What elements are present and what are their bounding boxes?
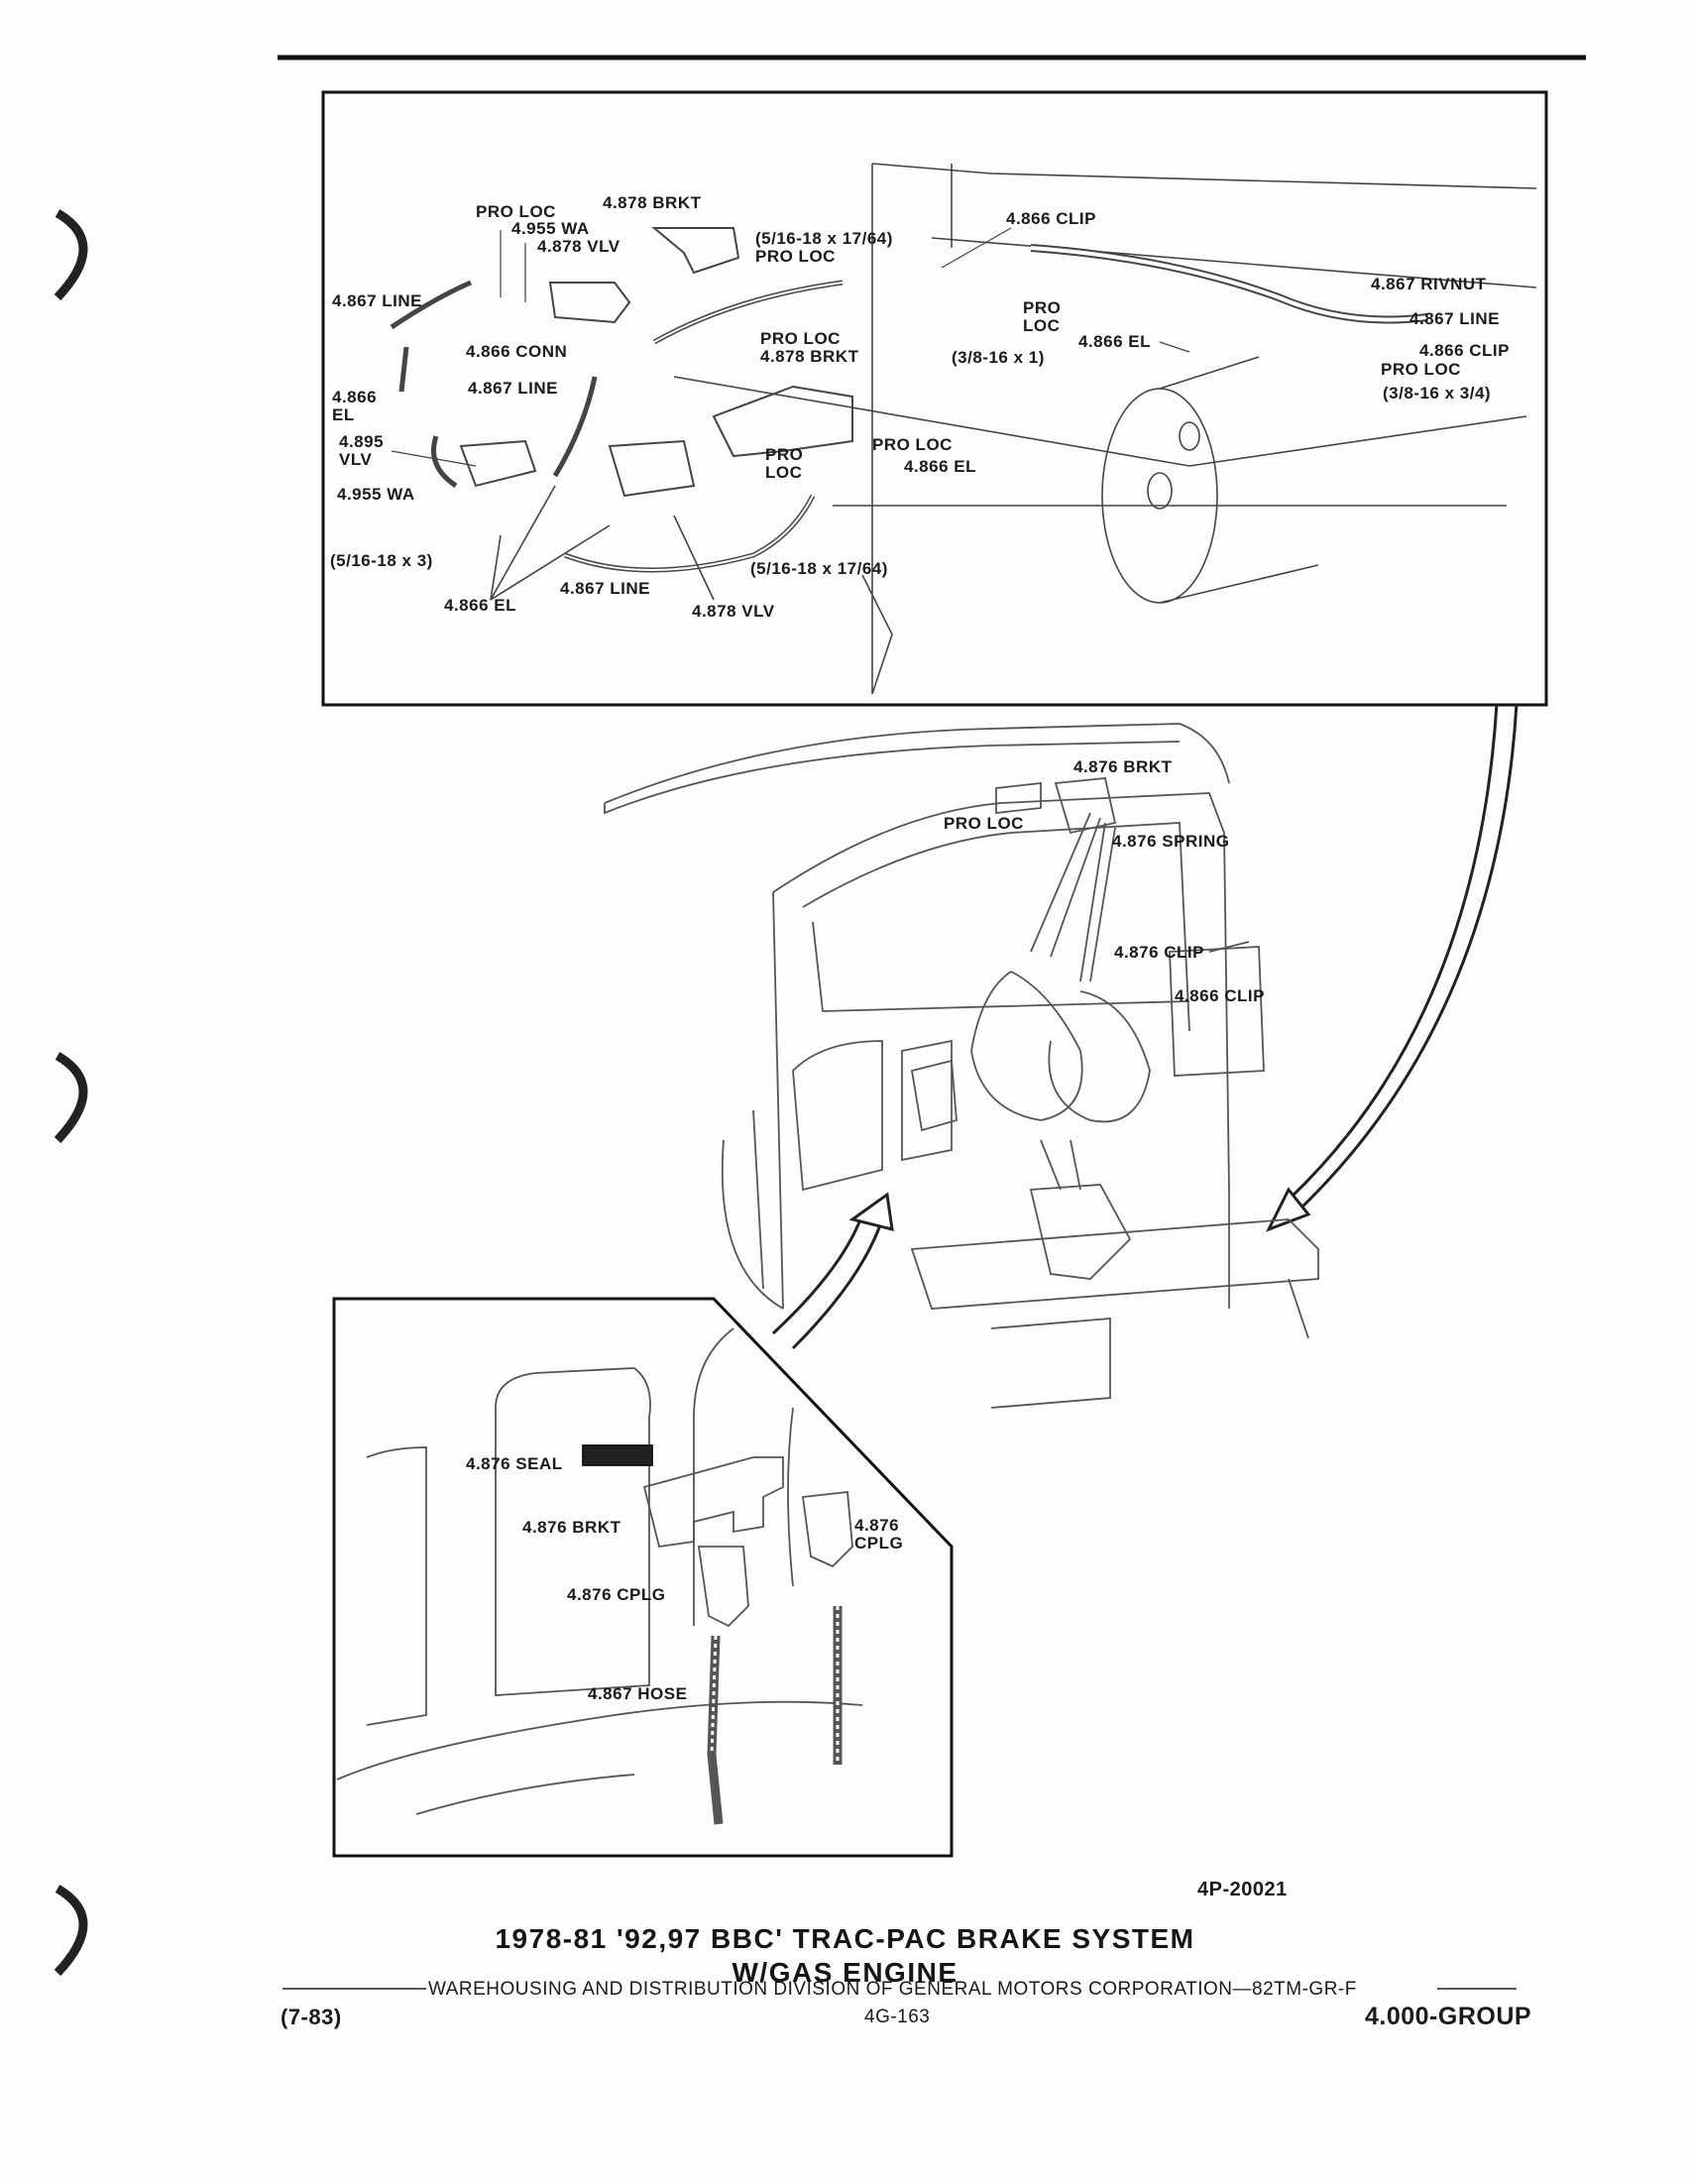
label-4866-el-2: 4.866 EL bbox=[332, 388, 378, 424]
label-pro-loc-4878-brkt: PRO LOC 4.878 BRKT bbox=[760, 329, 859, 366]
label-4866-el-4: 4.866 EL bbox=[444, 596, 516, 615]
arrow-top-to-frame bbox=[1282, 703, 1519, 1226]
label-bolt-3-8-x3-4: (3/8-16 x 3/4) bbox=[1383, 384, 1492, 402]
top-inset-drawing bbox=[390, 163, 1537, 695]
label-4867-line-3: 4.867 LINE bbox=[468, 379, 558, 398]
label-4867-line-2: 4.867 LINE bbox=[1409, 309, 1500, 328]
binder-hole-1 bbox=[54, 209, 88, 301]
label-4878-brkt: 4.878 BRKT bbox=[603, 193, 702, 212]
label-4878-vlv-2: 4.878 VLV bbox=[692, 602, 775, 621]
label-bolt-5-16-17-64: (5/16-18 x 17/64) bbox=[750, 559, 888, 578]
footer-group: 4.000-GROUP bbox=[1365, 2003, 1532, 2030]
label-4895-vlv: 4.895 VLV bbox=[339, 432, 385, 469]
footer-page: 4G-163 bbox=[864, 2007, 931, 2027]
figure-title-line1: 1978-81 '92,97 BBC' TRAC-PAC BRAKE SYSTE… bbox=[495, 1923, 1195, 1954]
label-bolt-5-16-pro-loc: (5/16-18 x 17/64) PRO LOC bbox=[755, 229, 893, 266]
footer-division: WAREHOUSING AND DISTRIBUTION DIVISION OF… bbox=[428, 1979, 1357, 2000]
figure-number: 4P-20021 bbox=[1197, 1879, 1288, 1900]
label-4866-el: 4.866 EL bbox=[1078, 332, 1151, 351]
label-4867-hose: 4.867 HOSE bbox=[588, 1684, 688, 1703]
label-4867-line-4: 4.867 LINE bbox=[560, 579, 650, 598]
top-inset-frame bbox=[321, 90, 1548, 707]
label-4876-clip: 4.876 CLIP bbox=[1114, 943, 1204, 962]
label-4955-wa: 4.955 WA bbox=[511, 219, 590, 238]
figure-title-line2: W/GAS ENGINE bbox=[732, 1957, 958, 1988]
label-4866-el-3: 4.866 EL bbox=[904, 457, 976, 476]
label-4866-conn: 4.866 CONN bbox=[466, 342, 568, 361]
label-4867-line: 4.867 LINE bbox=[332, 291, 422, 310]
label-4866-clip: 4.866 CLIP bbox=[1006, 209, 1096, 228]
label-4876-cplg-right: 4.876 CPLG bbox=[854, 1516, 904, 1552]
cab-drawing bbox=[604, 723, 1319, 1409]
label-4866-clip-mid: 4.866 CLIP bbox=[1175, 986, 1265, 1005]
bottom-inset-drawing bbox=[336, 1327, 863, 1825]
label-4876-brkt: 4.876 BRKT bbox=[1073, 757, 1173, 776]
label-4866-clip-2: 4.866 CLIP bbox=[1419, 341, 1510, 360]
label-4955-wa-2: 4.955 WA bbox=[337, 485, 415, 504]
label-bolt-3-8-x1: (3/8-16 x 1) bbox=[952, 348, 1045, 367]
label-pro-loc-2: PRO LOC bbox=[1023, 298, 1062, 335]
footer-date: (7-83) bbox=[281, 2005, 342, 2029]
binder-hole-3 bbox=[54, 1885, 88, 1977]
arrow-inset-to-cab bbox=[791, 1218, 884, 1350]
binder-hole-2 bbox=[54, 1052, 88, 1144]
label-4876-seal: 4.876 SEAL bbox=[466, 1454, 563, 1473]
bottom-inset-frame bbox=[332, 1297, 954, 1858]
label-4876-spring: 4.876 SPRING bbox=[1112, 832, 1230, 851]
label-pro-loc-mid: PRO LOC bbox=[944, 814, 1024, 833]
label-pro-loc-3: PRO LOC bbox=[1381, 360, 1461, 379]
label-bolt-5-16-x3: (5/16-18 x 3) bbox=[330, 551, 433, 570]
label-pro-loc-5: PRO LOC bbox=[765, 445, 804, 482]
label-4876-cplg-left: 4.876 CPLG bbox=[567, 1585, 666, 1604]
label-pro-loc: PRO LOC bbox=[476, 202, 556, 221]
label-pro-loc-4: PRO LOC bbox=[872, 435, 953, 454]
label-4878-vlv: 4.878 VLV bbox=[537, 237, 620, 256]
label-4867-rivnut: 4.867 RIVNUT bbox=[1371, 275, 1487, 293]
label-4876-brkt-inset: 4.876 BRKT bbox=[522, 1518, 621, 1537]
